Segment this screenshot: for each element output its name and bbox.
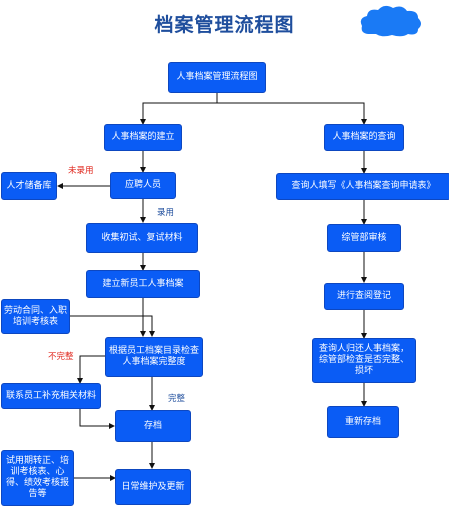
node-re-archive: 重新存档 [327, 406, 399, 438]
node-register: 进行查阅登记 [324, 283, 404, 310]
cloud-icon [360, 5, 421, 37]
edge-label-not-hired: 未录用 [68, 166, 94, 176]
node-probation: 试用期转正、培训考核表、心得、绩效考核报告等 [1, 450, 74, 506]
node-create-file: 建立新员工人事档案 [86, 270, 200, 298]
page-title: 档案管理流程图 [154, 14, 295, 36]
node-collect: 收集初试、复试材料 [86, 223, 198, 253]
node-query: 人事档案的查询 [324, 124, 404, 151]
node-root: 人事档案管理流程图 [168, 62, 266, 93]
node-maintain: 日常维护及更新 [115, 469, 191, 505]
node-talent-pool: 人才储备库 [1, 172, 57, 200]
node-approve: 综管部审核 [327, 224, 401, 252]
node-archive: 存档 [115, 410, 191, 442]
node-supplement: 联系员工补充相关材料 [1, 383, 101, 409]
node-return: 查询人归还人事档案，综管部检查是否完整、损坏 [312, 338, 416, 383]
node-contract: 劳动合同、入职培训考核表 [1, 299, 70, 334]
node-check: 根据员工档案目录检查人事档案完整度 [105, 337, 203, 377]
node-build: 人事档案的建立 [104, 124, 182, 151]
node-applicant: 应聘人员 [110, 172, 176, 199]
node-fill-form: 查询人填写《人事档案查询申请表》 [276, 173, 449, 200]
edge-label-hired: 录用 [157, 208, 175, 218]
edge-label-complete: 完整 [168, 394, 186, 404]
edge-label-incomplete: 不完整 [48, 352, 74, 362]
